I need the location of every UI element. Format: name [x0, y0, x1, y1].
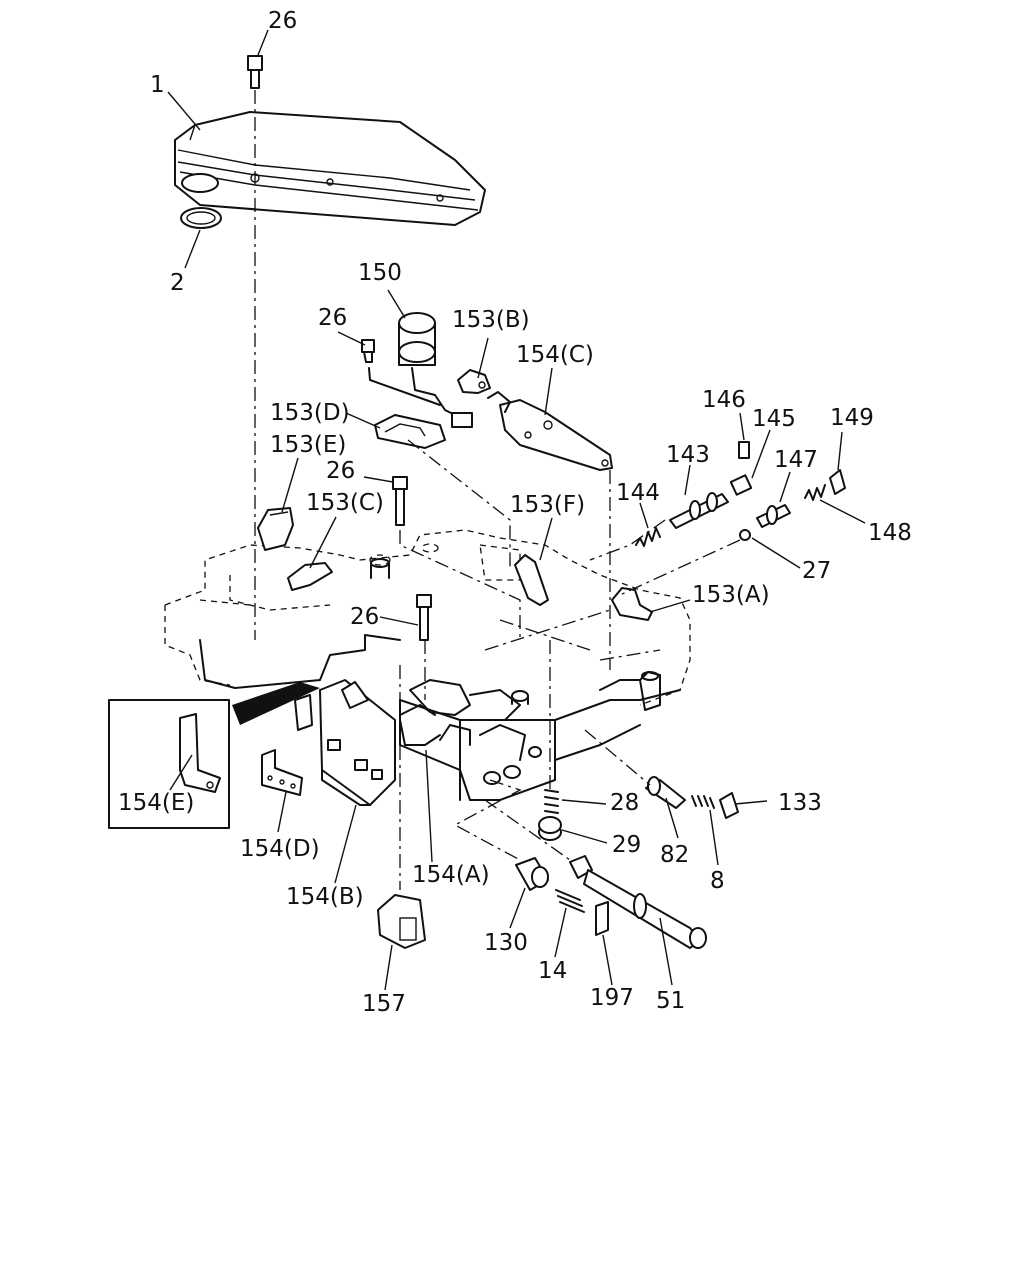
arrow-fan [232, 682, 320, 725]
callout-143: 143 [666, 442, 710, 468]
callout-133: 133 [778, 790, 822, 816]
plug-29 [538, 816, 562, 841]
callout-153d: 153(D) [270, 400, 350, 426]
spring-144 [635, 527, 661, 547]
valve-body-top-features [370, 558, 659, 761]
retainer-149 [829, 469, 846, 495]
callout-154c: 154(C) [516, 342, 594, 368]
alignment-lines [254, 90, 741, 890]
callout-154b: 154(B) [286, 884, 364, 910]
callout-51: 51 [656, 988, 685, 1014]
valve-51 [569, 855, 707, 949]
callout-154d: 154(D) [240, 836, 320, 862]
connector-157 [377, 894, 426, 949]
plug-147 [756, 504, 791, 528]
callout-28: 28 [610, 790, 639, 816]
oil-pan [174, 111, 486, 226]
callout-153e: 153(E) [270, 432, 346, 458]
bracket-154d [261, 749, 303, 796]
plate-153d [374, 414, 446, 449]
spring-14 [555, 889, 585, 913]
plug-145 [729, 474, 753, 496]
callout-27: 27 [802, 558, 831, 584]
spring-28 [544, 789, 559, 814]
callout-26-b: 26 [318, 305, 347, 331]
callout-153b: 153(B) [452, 307, 530, 333]
pin-146 [738, 441, 750, 459]
callout-154e: 154(E) [118, 790, 194, 816]
callout-153c: 153(C) [306, 490, 384, 516]
callout-26-c: 26 [326, 458, 355, 484]
callout-197: 197 [590, 985, 634, 1011]
spring-148 [804, 484, 826, 501]
callout-154a: 154(A) [412, 862, 490, 888]
callout-26-top: 26 [268, 8, 297, 34]
callout-14: 14 [538, 958, 567, 984]
o-ring-2 [180, 207, 222, 229]
callout-145: 145 [752, 406, 796, 432]
callout-153a: 153(A) [692, 582, 770, 608]
retainer-133 [719, 792, 739, 819]
bolt-26-long-c [392, 476, 408, 526]
valve-82 [645, 776, 686, 809]
valve-143 [669, 492, 729, 529]
callout-labels: 26 1 2 150 26 153(B) 154(C) 153(D) 153(E… [118, 8, 912, 1017]
callout-148: 148 [868, 520, 912, 546]
callout-149: 149 [830, 405, 874, 431]
callout-153f: 153(F) [510, 492, 585, 518]
ball-27 [739, 529, 751, 541]
callout-130: 130 [484, 930, 528, 956]
solenoid-150 [398, 312, 473, 428]
callout-157: 157 [362, 991, 406, 1017]
callout-147: 147 [774, 447, 818, 473]
bolt-26-small [361, 339, 441, 406]
plug-130 [515, 857, 549, 891]
callout-2: 2 [170, 270, 185, 296]
bolt-26-long-d [416, 594, 432, 641]
clamp-153b [457, 369, 491, 394]
valve-body-solid [199, 634, 681, 801]
plate-197 [595, 901, 609, 936]
callout-150: 150 [358, 260, 402, 286]
bolt-26-top [247, 55, 263, 89]
bracket-154b [294, 679, 396, 806]
callout-26-d: 26 [350, 604, 379, 630]
inset-box-154e [108, 699, 230, 829]
clamp-153e [257, 507, 294, 551]
callout-8: 8 [710, 868, 725, 894]
clamp-153a [611, 587, 653, 621]
callout-146: 146 [702, 387, 746, 413]
clamp-153f [514, 554, 549, 606]
clamp-153c [287, 562, 333, 591]
callout-1: 1 [150, 72, 165, 98]
callout-82: 82 [660, 842, 689, 868]
spring-8 [691, 795, 715, 809]
bracket-154c [487, 391, 613, 471]
callout-144: 144 [616, 480, 660, 506]
callout-29: 29 [612, 832, 641, 858]
leader-lines [167, 29, 866, 991]
